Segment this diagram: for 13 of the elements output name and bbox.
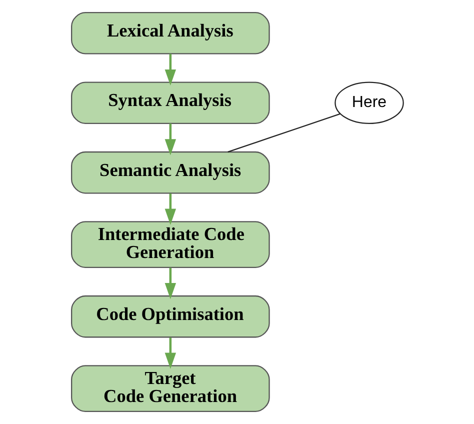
arrow	[164, 54, 176, 86]
connector	[227, 113, 340, 152]
node-box: Lexical Analysis	[70, 12, 270, 54]
arrow	[164, 124, 176, 156]
arrow	[164, 268, 176, 300]
node-ellipse: Here	[334, 82, 404, 124]
node-box: Semantic Analysis	[70, 151, 270, 194]
node-box: Target Code Generation	[70, 365, 270, 412]
arrow	[164, 194, 176, 225]
node-box: Syntax Analysis	[70, 82, 270, 124]
node-box: Intermediate Code Generation	[70, 221, 270, 268]
arrow	[164, 338, 176, 369]
node-box: Code Optimisation	[70, 295, 270, 338]
